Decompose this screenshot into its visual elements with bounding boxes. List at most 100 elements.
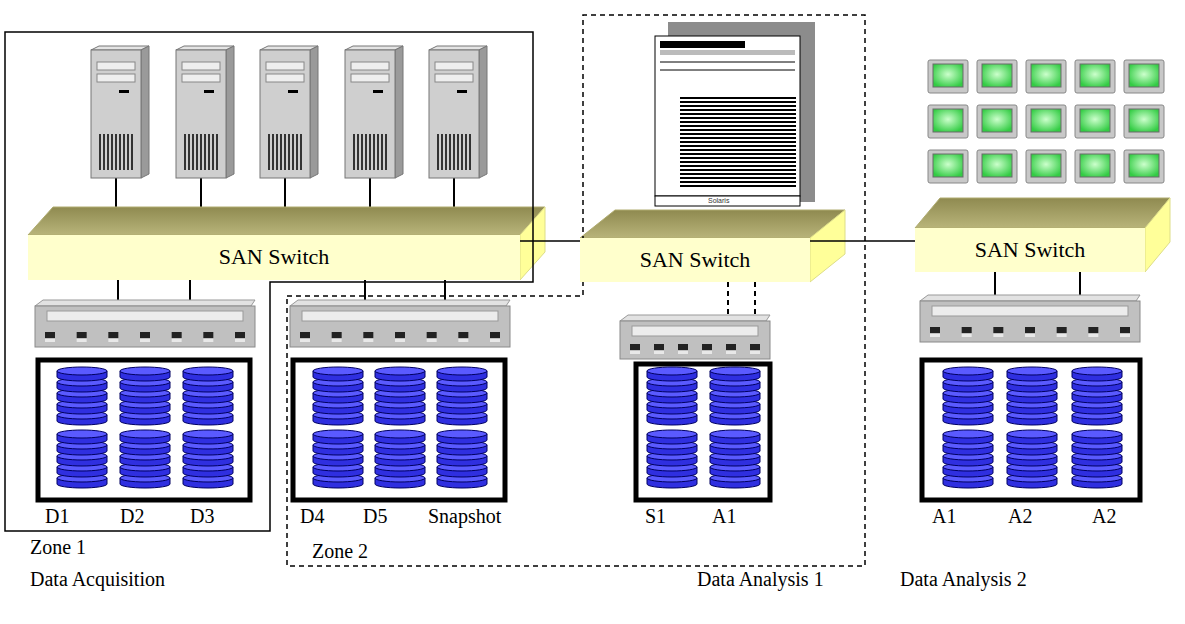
monitor-frame — [977, 60, 1017, 93]
controller-port — [235, 332, 245, 338]
device-line — [680, 101, 796, 103]
controller-body — [920, 301, 1140, 342]
disk-top — [647, 430, 697, 438]
disk-top — [183, 430, 233, 438]
controller-port — [427, 339, 437, 342]
controller-port — [140, 339, 150, 342]
monitor-screen — [982, 64, 1012, 87]
device-line — [680, 161, 796, 163]
controller-port — [332, 332, 342, 338]
switch-label: SAN Switch — [975, 238, 1086, 262]
controller-port — [630, 351, 640, 354]
controller-port — [235, 339, 245, 342]
disk-top — [1007, 430, 1057, 438]
volume-label: D1 — [45, 505, 69, 527]
controller-port — [702, 344, 712, 350]
controller-port — [108, 339, 118, 342]
san-switch: SAN Switch — [28, 235, 520, 280]
server-tower — [345, 46, 403, 178]
monitor-frame — [1026, 105, 1066, 138]
monitor-frame — [928, 150, 968, 183]
device-line — [680, 125, 796, 127]
wire — [727, 282, 729, 317]
controller-port — [172, 332, 182, 338]
device-line — [680, 145, 796, 147]
device-line — [680, 185, 796, 187]
controller-port — [458, 339, 468, 342]
disk-top — [437, 430, 487, 438]
controller-port — [395, 332, 405, 338]
monitor-frame — [1075, 60, 1115, 93]
disk-array — [636, 364, 770, 500]
device-line — [680, 121, 796, 123]
device-line — [680, 157, 796, 159]
disk-array — [922, 360, 1140, 500]
group-label: Data Acquisition — [30, 568, 165, 590]
device-line — [680, 137, 796, 139]
device-line — [680, 181, 796, 183]
device-page — [655, 36, 800, 196]
monitor-screen — [1080, 154, 1110, 177]
switch-link — [520, 240, 580, 242]
zone-region: SAN SwitchZone 2 — [287, 15, 865, 566]
controller-port — [930, 334, 940, 337]
disk-top — [647, 367, 697, 375]
switch-top — [915, 198, 1170, 228]
monitor-screen — [1031, 64, 1061, 87]
wire — [754, 282, 756, 317]
disk-top — [710, 430, 760, 438]
device-line — [680, 109, 796, 111]
server-tower — [260, 46, 318, 178]
disk-top — [313, 430, 363, 438]
zone-outline — [5, 32, 533, 531]
monitor-screen — [982, 154, 1012, 177]
server-tower — [429, 46, 487, 178]
disk-top — [183, 367, 233, 375]
monitor-frame — [977, 150, 1017, 183]
controller-port — [1088, 334, 1098, 337]
controller-port — [77, 339, 87, 342]
disk-top — [313, 367, 363, 375]
monitor-screen — [1031, 109, 1061, 132]
switch-link — [810, 240, 915, 242]
controller-port — [1057, 334, 1067, 337]
zone-label: Zone 1 — [30, 536, 86, 558]
controller-port — [458, 332, 468, 338]
controller-port — [45, 339, 55, 342]
device-line — [680, 149, 796, 151]
server-tower — [176, 46, 234, 178]
monitor-screen — [933, 64, 963, 87]
device-line — [680, 129, 796, 131]
controller-port — [993, 327, 1003, 333]
disk-top — [710, 367, 760, 375]
wire — [1079, 272, 1081, 297]
monitor-frame — [1075, 150, 1115, 183]
disk-array — [38, 360, 250, 500]
monitor-screen — [982, 109, 1012, 132]
device-line — [680, 113, 796, 115]
zone-outline — [287, 15, 865, 566]
disk-top — [120, 430, 170, 438]
controller-port — [993, 334, 1003, 337]
controller-port — [678, 351, 688, 354]
monitor-screen — [1031, 154, 1061, 177]
controller-body — [35, 306, 255, 347]
controller-port — [300, 339, 310, 342]
wire — [994, 272, 996, 297]
wire — [444, 280, 446, 302]
controller-port — [77, 332, 87, 338]
device-line — [680, 105, 796, 107]
switch-side — [810, 210, 845, 282]
disk-array — [293, 360, 505, 500]
controller-port — [678, 344, 688, 350]
controller-panel — [47, 311, 243, 321]
monitor-frame — [1075, 105, 1115, 138]
controller-top — [620, 315, 770, 321]
zone-outline — [5, 32, 533, 531]
volume-label: A2 — [1092, 505, 1116, 527]
device-line — [680, 141, 796, 143]
zone-label: Zone 2 — [312, 540, 368, 562]
switch-label: SAN Switch — [219, 245, 330, 269]
group-label: Data Analysis 2 — [900, 568, 1027, 590]
